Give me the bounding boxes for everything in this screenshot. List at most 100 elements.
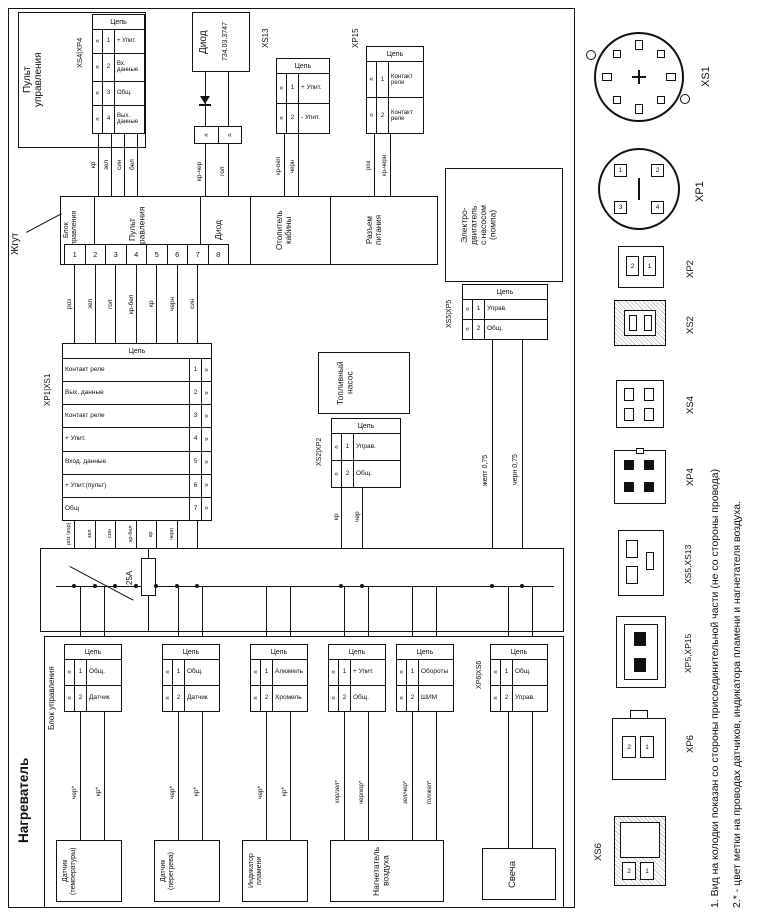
wire	[522, 340, 523, 548]
pin-row: 2 ШИМ	[397, 686, 453, 711]
pin-slot	[602, 73, 612, 81]
connector-view-xp6	[612, 718, 666, 780]
connector-chevron-icon	[93, 30, 103, 53]
connector-chevron-icon	[65, 660, 75, 685]
connector-designator-xp6-xs6: XP6|XS6	[476, 660, 483, 690]
wire	[98, 134, 99, 196]
fuse-symbol	[141, 558, 156, 596]
pin-row: 6 + Упит.(пульт)	[63, 474, 211, 498]
pin-number: 1	[407, 660, 419, 685]
wire	[124, 134, 125, 196]
connector-view-label: XS5,XS13	[683, 544, 693, 584]
connector-designator-xp15: XP15	[351, 28, 360, 48]
pin-row: 1 + Упит.	[277, 74, 329, 104]
pin-number: 2	[342, 461, 354, 487]
pin-number: 1	[75, 660, 87, 685]
pin-row: 1 + Упит.	[329, 660, 385, 686]
pin-label: Общ	[65, 504, 80, 512]
connector-chevron-icon	[277, 74, 287, 103]
glow-plug-name: Свеча	[507, 860, 518, 888]
pin-slot: 1	[614, 164, 627, 177]
connector-chevron-icon	[163, 660, 173, 685]
key-slot	[646, 552, 654, 570]
divider-line	[250, 196, 251, 265]
pin-label: Управ.	[356, 442, 376, 450]
xs13-pin-table: Цепь 1 + Упит. 2 - Упит.	[276, 58, 330, 134]
pin-number: 2	[377, 98, 389, 133]
connector-view-label: XP5,XP15	[683, 633, 693, 673]
heater-title: Нагреватель	[16, 757, 31, 843]
connector-chevron-icon	[93, 82, 103, 105]
pin-number: 1	[377, 62, 389, 97]
connector-view-label: XS6	[593, 843, 604, 861]
wire	[74, 265, 75, 343]
wire	[508, 712, 509, 848]
pin-label: + Упит.	[117, 38, 137, 45]
pin-row: 3 Общ.	[93, 82, 144, 106]
wire	[156, 521, 157, 548]
pin-number: 1	[287, 74, 299, 103]
pin-slot: 1	[640, 736, 654, 758]
pin-row: 2 Контакт реле	[367, 98, 423, 133]
pin-label: Вх. данные	[117, 61, 139, 74]
wire	[344, 587, 345, 644]
pin-number: 1	[103, 30, 115, 53]
table-header: Цепь	[463, 285, 547, 300]
pin-slot	[657, 96, 665, 104]
pin-row: 1 Общ.	[163, 660, 219, 686]
wire	[284, 134, 285, 196]
wire-color-label: чер*	[71, 785, 78, 799]
fuel-pump-box	[318, 352, 410, 414]
wire	[344, 712, 345, 840]
connector-chevron-icon	[463, 300, 473, 319]
pin-label: Общ.	[515, 668, 531, 676]
pin-slot: 1	[643, 256, 656, 276]
pin-slot	[666, 73, 676, 81]
pin-label: + Упит.(пульт)	[65, 481, 107, 489]
connector-view-label: XP2	[685, 260, 696, 278]
wire	[80, 587, 81, 644]
diode-connector-strip: « «	[194, 126, 242, 144]
pin-row: 1 Общ.	[491, 660, 547, 686]
connector-chevron-icon	[251, 660, 261, 685]
wire	[115, 265, 116, 343]
connector-chevron-icon	[491, 686, 501, 711]
pin-number: 1	[189, 359, 201, 382]
pin-row: 2 Общ.	[463, 320, 547, 339]
wire	[532, 587, 533, 644]
wire	[104, 587, 105, 644]
pin-number: 2	[287, 104, 299, 133]
wire-color-label: чер	[354, 511, 361, 523]
junction-dot	[72, 584, 76, 588]
connector-chevron-icon	[93, 105, 103, 133]
pin-label: Общ.	[487, 325, 503, 333]
pin-slot: 3	[614, 201, 627, 214]
pin-row: 2 Вых. данные	[63, 382, 211, 406]
key-slot	[638, 178, 640, 200]
pin-number: 4	[127, 245, 147, 264]
wire-color-label: кр	[90, 161, 97, 169]
wire	[111, 134, 112, 196]
wire	[178, 587, 179, 644]
wire-color-label: черн 0,75	[512, 454, 519, 486]
table-header: Цепь	[397, 645, 453, 660]
wire	[368, 587, 369, 644]
wire	[368, 712, 369, 840]
connector-chevron-icon	[367, 62, 377, 97]
table-header: Цепь	[93, 15, 144, 30]
pin-slot	[626, 566, 638, 584]
pin-label: Обороты	[421, 668, 449, 676]
pin-number: 4	[189, 428, 201, 451]
table-header: Цепь	[163, 645, 219, 660]
wire	[492, 340, 493, 548]
pin-slot: 2	[626, 256, 639, 276]
wire-color-label: кр-бел	[276, 157, 282, 175]
connector-chevron-icon: «	[195, 127, 219, 143]
pin-label: Контакт реле	[391, 109, 413, 122]
pin-label: Хромель	[275, 694, 302, 702]
xs2-xp2-pin-table: Цепь 1 Управ. 2 Общ.	[331, 418, 401, 488]
